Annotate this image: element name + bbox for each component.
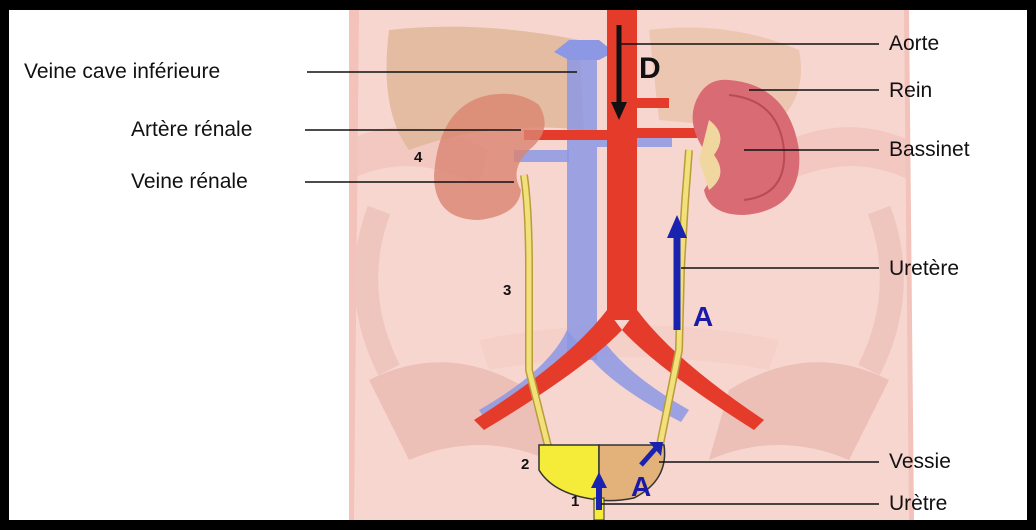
label-artere-renale: Artère rénale — [131, 119, 252, 140]
label-veine-cave: Veine cave inférieure — [24, 61, 220, 82]
flow-letter-a-uretere: A — [693, 301, 713, 332]
number-2: 2 — [521, 456, 529, 473]
label-aorte: Aorte — [889, 33, 939, 54]
urinary-system-diagram: 4 3 2 1 D A A — [9, 10, 1027, 520]
label-rein: Rein — [889, 80, 932, 101]
label-veine-renale: Veine rénale — [131, 171, 248, 192]
flow-letter-d: D — [639, 52, 661, 85]
number-3: 3 — [503, 282, 511, 299]
number-1: 1 — [571, 493, 579, 510]
label-bassinet: Bassinet — [889, 139, 970, 160]
diagram-frame: 4 3 2 1 D A A Veine cave inférieure Artè… — [9, 10, 1027, 520]
number-4: 4 — [414, 149, 423, 166]
label-uretere: Uretère — [889, 258, 959, 279]
label-uretre: Urètre — [889, 493, 947, 514]
flow-letter-a-uretre: A — [631, 471, 651, 502]
label-vessie: Vessie — [889, 451, 951, 472]
